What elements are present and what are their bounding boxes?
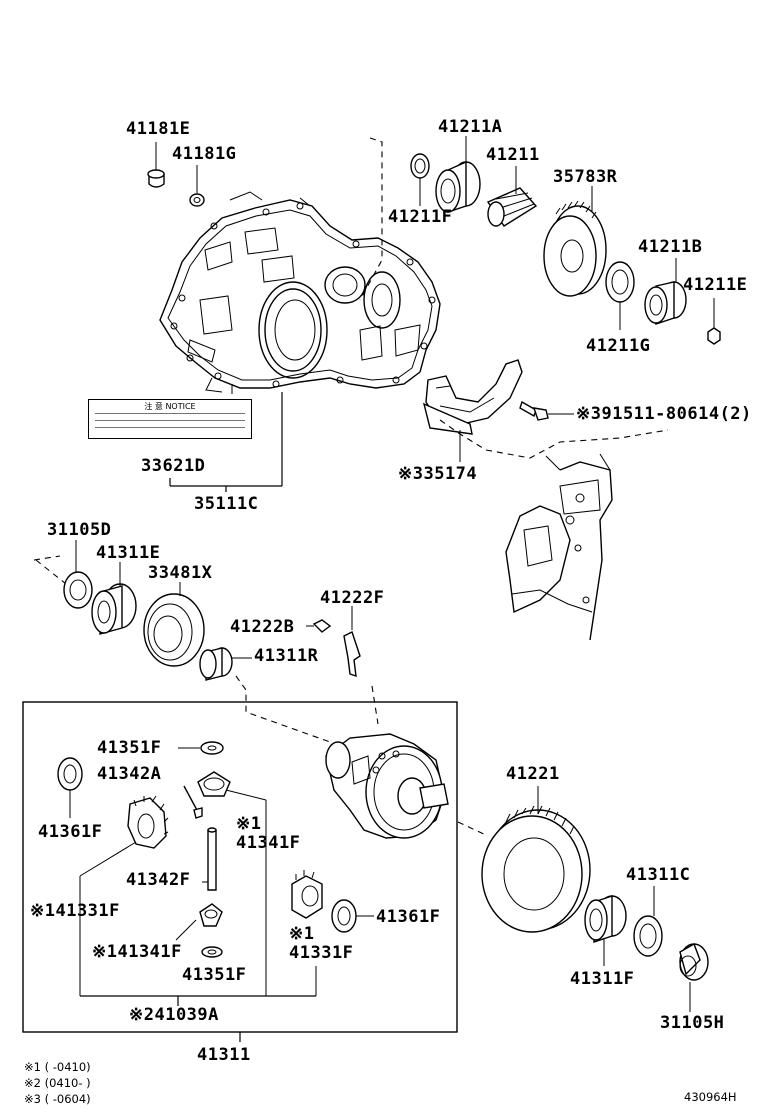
label-35111C: 35111C xyxy=(194,494,259,514)
figure-id: 430964H xyxy=(684,1090,737,1104)
bracket-41222F xyxy=(343,606,361,678)
plug-41181E xyxy=(147,142,165,188)
label-41222F: 41222F xyxy=(320,588,385,608)
bearing-41311F xyxy=(584,895,627,966)
side-gear-41331F-right xyxy=(291,870,323,996)
footnote-1: ※1 ( -0410) xyxy=(24,1060,91,1074)
bolt-41222B xyxy=(306,619,332,633)
label-31105D: 31105D xyxy=(47,520,112,540)
seal-31105D xyxy=(63,540,93,609)
label-41211B: 41211B xyxy=(638,237,703,257)
label-41361F-left: 41361F xyxy=(38,822,103,842)
bearing-41211A xyxy=(435,136,481,213)
bearing-41211B xyxy=(644,258,687,325)
bearing-41311E xyxy=(91,562,137,635)
bolt-91511-80614 xyxy=(519,400,574,421)
label-41211A: 41211A xyxy=(438,117,503,137)
label-35783R: 35783R xyxy=(553,167,618,187)
label-41341F-top: ※1 41341F xyxy=(236,814,301,853)
differential-case xyxy=(325,733,449,839)
label-41342F: 41342F xyxy=(126,870,191,890)
label-41341F-bottom: ※141341F xyxy=(92,942,182,962)
label-41331F-left: ※141331F xyxy=(30,901,120,921)
label-41311R: 41311R xyxy=(254,646,319,666)
label-91511-80614: ※391511-80614(2) xyxy=(576,404,752,424)
label-41211E: 41211E xyxy=(683,275,748,295)
label-41311: 41311 xyxy=(197,1045,251,1065)
engine-block xyxy=(439,419,669,641)
pin-41342A xyxy=(183,785,203,819)
label-41211F: 41211F xyxy=(388,207,453,227)
label-33481X: 33481X xyxy=(148,563,213,583)
bearing-41311R xyxy=(199,647,252,681)
label-41181E: 41181E xyxy=(126,119,191,139)
label-31105H: 31105H xyxy=(660,1013,725,1033)
washer-41361F-left xyxy=(57,757,83,818)
label-41351F-bottom: 41351F xyxy=(182,965,247,985)
washer-41311C xyxy=(633,886,663,957)
notice-text-lines xyxy=(95,413,245,433)
notice-label: 注 意 NOTICE xyxy=(88,399,252,439)
label-41311C: 41311C xyxy=(626,865,691,885)
nut-41211E xyxy=(707,298,721,345)
pinion-gear-41341F-top xyxy=(197,771,267,996)
washer-41351F-top xyxy=(178,741,224,755)
seal-41211F xyxy=(410,153,430,206)
footnote-3: ※3 ( -0604) xyxy=(24,1092,91,1106)
washer-41361F-right xyxy=(331,899,374,933)
label-41181G: 41181G xyxy=(172,144,237,164)
gear-35783R xyxy=(543,186,607,297)
gasket-41181G xyxy=(189,165,205,207)
label-41211G: 41211G xyxy=(586,336,651,356)
label-41361F-right: 41361F xyxy=(376,907,441,927)
shaft-41211 xyxy=(486,166,538,227)
transaxle-housing xyxy=(159,191,441,394)
seal-33481X xyxy=(143,582,205,667)
label-33621D: 33621D xyxy=(141,456,206,476)
footnote-2: ※2 (0410- ) xyxy=(24,1076,91,1090)
label-41039A: ※241039A xyxy=(129,1005,219,1025)
seal-41211G xyxy=(605,261,635,330)
label-41342A: 41342A xyxy=(97,764,162,784)
cover-35174 xyxy=(422,359,523,462)
side-gear-41331F-left xyxy=(79,795,169,996)
label-41221: 41221 xyxy=(506,764,560,784)
seal-31105H xyxy=(679,942,709,1012)
label-41211: 41211 xyxy=(486,145,540,165)
pinion-gear-41341F-bottom xyxy=(175,903,223,941)
washer-41351F-bottom xyxy=(201,946,223,958)
label-41311E: 41311E xyxy=(96,543,161,563)
label-41311F: 41311F xyxy=(570,969,635,989)
label-35174: ※335174 xyxy=(398,464,478,484)
label-41222B: 41222B xyxy=(230,617,295,637)
shaft-41342F xyxy=(202,827,217,891)
label-41351F-top: 41351F xyxy=(97,738,162,758)
label-41331F-right: ※1 41331F xyxy=(289,924,354,963)
notice-title: 注 意 NOTICE xyxy=(144,402,196,411)
ring-gear-41221 xyxy=(457,786,591,933)
